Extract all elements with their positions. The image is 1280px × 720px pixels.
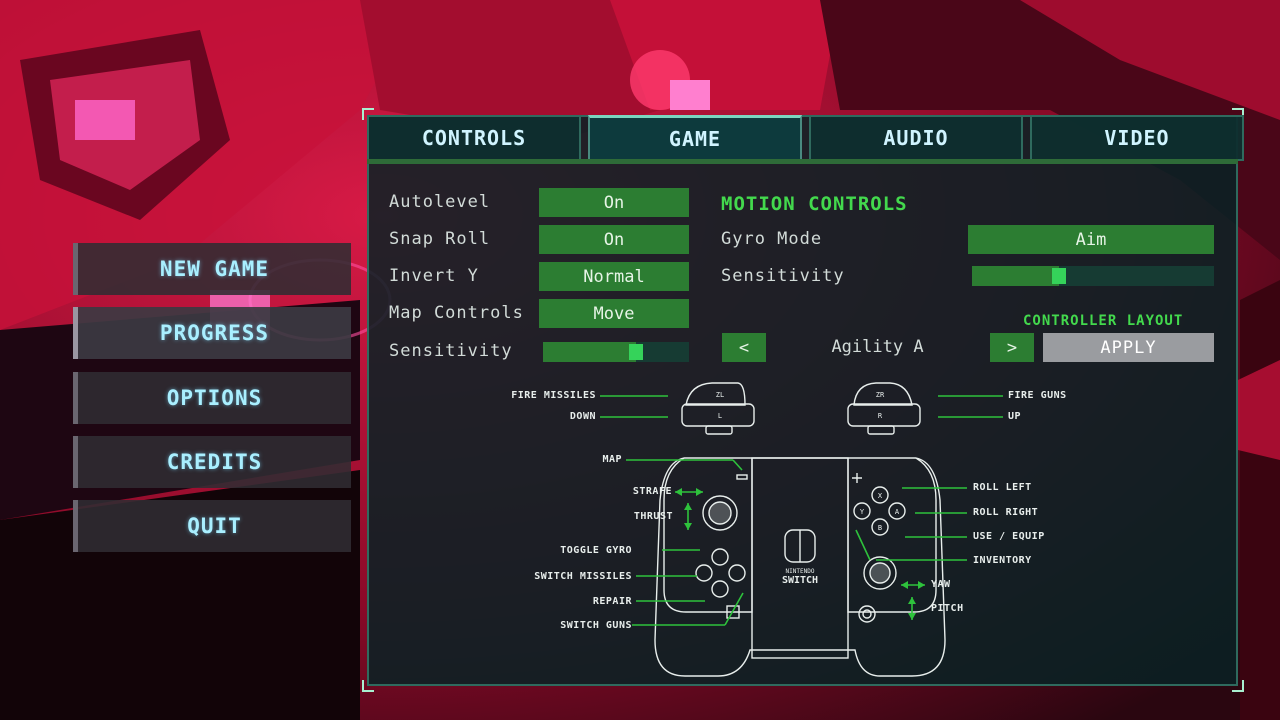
map-controls-value[interactable]: Move [539,299,689,328]
credits-button[interactable]: CREDITS [73,436,351,488]
autolevel-label: Autolevel [389,192,491,212]
yaw-label: YAW [931,579,951,590]
repair-label: REPAIR [592,596,632,607]
sensitivity-slider[interactable] [543,342,689,362]
tab-controls[interactable]: CONTROLS [367,115,581,161]
use-equip-label: USE / EQUIP [973,531,1045,542]
gyro-mode-value[interactable]: Aim [968,225,1214,254]
sensitivity-label: Sensitivity [389,341,513,361]
panel-corner [1232,680,1244,692]
controller-layout-heading: CONTROLLER LAYOUT [1023,313,1184,329]
invert-y-value[interactable]: Normal [539,262,689,291]
map-label: MAP [602,454,622,465]
tab-game[interactable]: GAME [588,115,802,161]
options-button[interactable]: OPTIONS [73,372,351,424]
tab-audio[interactable]: AUDIO [809,115,1023,161]
layout-name: Agility A [831,337,924,357]
sensitivity-slider-fill [543,342,636,362]
tab-video[interactable]: VIDEO [1030,115,1244,161]
roll-left-label: ROLL LEFT [973,482,1032,493]
thrust-label: THRUST [633,511,673,522]
motion-sensitivity-slider-handle[interactable] [1052,268,1066,284]
quit-button[interactable]: QUIT [73,500,351,552]
pitch-label: PITCH [931,603,964,614]
up-label: UP [1008,411,1022,422]
snap-roll-value[interactable]: On [539,225,689,254]
progress-button[interactable]: PROGRESS [73,307,351,359]
fire-missiles-label: FIRE MISSILES [511,390,596,401]
strafe-label: STRAFE [632,486,672,497]
motion-sensitivity-slider-fill [972,266,1059,286]
panel-corner [1232,108,1244,120]
toggle-gyro-label: TOGGLE GYRO [560,545,632,556]
inventory-label: INVENTORY [973,555,1032,566]
map-controls-label: Map Controls [389,303,524,323]
layout-prev-button[interactable]: < [722,333,766,362]
autolevel-value[interactable]: On [539,188,689,217]
roll-right-label: ROLL RIGHT [973,507,1039,518]
motion-controls-heading: MOTION CONTROLS [721,193,908,215]
switch-missiles-label: SWITCH MISSILES [534,571,632,582]
switch-guns-label: SWITCH GUNS [560,620,632,631]
motion-sensitivity-slider[interactable] [972,266,1214,286]
apply-button[interactable]: APPLY [1043,333,1214,362]
new-game-button[interactable]: NEW GAME [73,243,351,295]
tab-underline [367,159,1238,164]
gyro-mode-label: Gyro Mode [721,229,823,249]
layout-next-button[interactable]: > [990,333,1034,362]
snap-roll-label: Snap Roll [389,229,491,249]
panel-corner [362,108,374,120]
down-label: DOWN [569,411,596,422]
invert-y-label: Invert Y [389,266,479,286]
fire-guns-label: FIRE GUNS [1008,390,1067,401]
motion-sensitivity-label: Sensitivity [721,266,845,286]
sensitivity-slider-handle[interactable] [629,344,643,360]
panel-corner [362,680,374,692]
